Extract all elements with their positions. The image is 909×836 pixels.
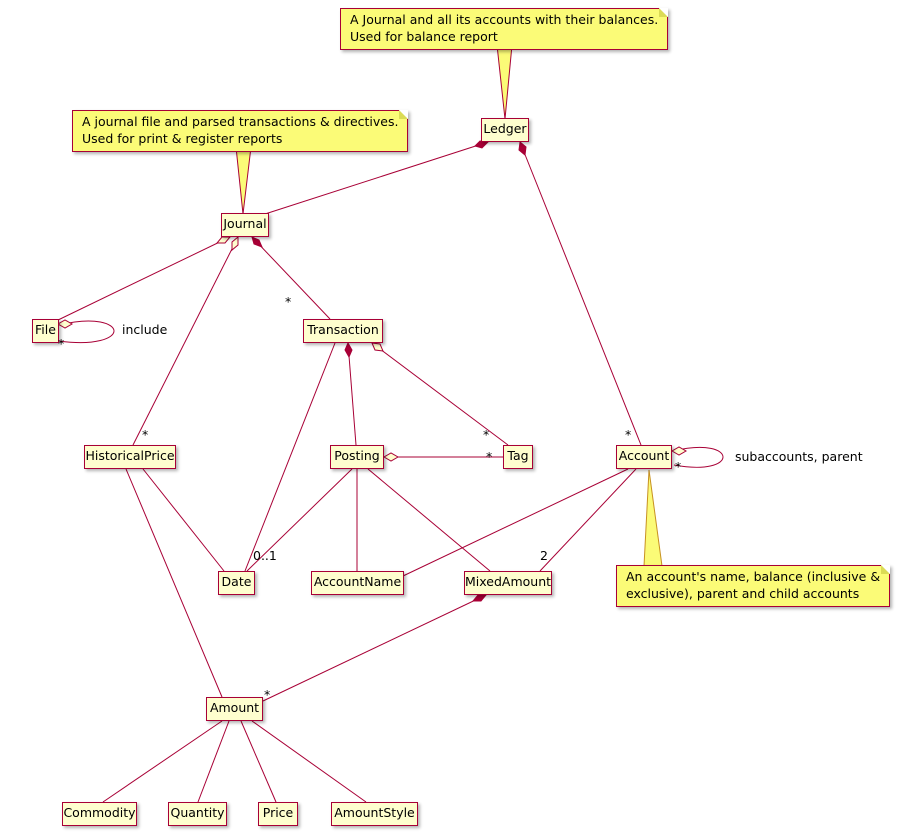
note-account-text: An account's name, balance (inclusive & … (626, 569, 881, 601)
diamond-transaction-posting (344, 341, 353, 359)
class-mixedamount: MixedAmount (464, 571, 552, 595)
class-ledger: Ledger (481, 118, 529, 142)
edge-journal-historicalprice (132, 236, 239, 446)
diamond-posting-tag (382, 452, 400, 462)
edge-posting-date (246, 468, 353, 572)
label-account-mixedamount-mult: 2 (540, 548, 548, 563)
edge-transaction-date (244, 342, 336, 572)
note-account: An account's name, balance (inclusive & … (616, 565, 891, 607)
label-transaction-tag-mult: * (483, 427, 490, 442)
edge-amount-quantity (197, 720, 230, 803)
edge-historicalprice-date (142, 468, 225, 572)
label-historicalprice-mult: * (142, 427, 149, 442)
label-mixedamount-amount-mult: * (264, 687, 271, 702)
class-amountstyle: AmountStyle (331, 802, 418, 826)
edge-amount-amountstyle (251, 720, 367, 803)
edge-ledger-journal (264, 141, 489, 215)
note-ledger: A Journal and all its accounts with thei… (340, 8, 669, 50)
class-posting: Posting (330, 445, 384, 469)
label-account-mult: * (625, 427, 632, 442)
label-include: include (122, 322, 168, 337)
diamond-journal-transaction (251, 236, 263, 248)
class-date: Date (218, 571, 255, 595)
diamond-account-self (670, 446, 688, 456)
edge-mixedamount-amount (262, 594, 487, 702)
label-subaccounts-parent: subaccounts, parent (735, 449, 863, 464)
edge-historicalprice-amount (125, 468, 223, 698)
diamond-mixedamount-amount (471, 594, 488, 602)
note-pointer-journal (235, 146, 252, 215)
diamond-journal-historicalprice (231, 235, 239, 252)
edge-account-mixedamount (539, 468, 637, 572)
note-pointer-ledger (496, 44, 513, 120)
note-journal-text: A journal file and parsed transactions &… (82, 114, 399, 146)
diamond-journal-file (215, 236, 232, 244)
edge-journal-file (55, 236, 231, 322)
class-commodity: Commodity (62, 802, 137, 826)
label-account-self-mult: * (675, 459, 682, 474)
label-transaction-mult: * (285, 294, 292, 309)
edge-posting-mixedamount (367, 468, 491, 572)
class-quantity: Quantity (168, 802, 227, 826)
class-historicalprice: HistoricalPrice (84, 445, 176, 469)
edge-account-self-loop (672, 447, 724, 468)
edge-amount-price (240, 720, 277, 803)
class-account: Account (616, 445, 672, 469)
class-journal: Journal (221, 213, 269, 237)
class-file: File (32, 319, 59, 343)
diamond-ledger-account (518, 141, 527, 156)
note-pointer-account (643, 469, 663, 567)
class-accountname: AccountName (311, 571, 404, 595)
edge-ledger-account (519, 141, 642, 446)
edge-file-self-loop (58, 320, 115, 344)
note-ledger-text: A Journal and all its accounts with thei… (350, 12, 659, 44)
edge-amount-commodity (102, 720, 223, 803)
edge-transaction-tag (371, 342, 509, 446)
note-journal: A journal file and parsed transactions &… (72, 110, 409, 152)
edge-journal-transaction (251, 236, 331, 320)
class-price: Price (258, 802, 298, 826)
diamond-ledger-journal (474, 140, 490, 149)
edge-transaction-posting (347, 342, 357, 446)
diamond-transaction-tag (371, 342, 384, 352)
class-transaction: Transaction (303, 319, 383, 343)
label-posting-tag-mult: * (486, 449, 493, 464)
label-posting-date-mult: 0..1 (253, 548, 277, 563)
label-file-self-mult: * (58, 336, 65, 351)
diamond-file-self (56, 319, 74, 329)
class-amount: Amount (206, 697, 263, 721)
class-tag: Tag (503, 445, 533, 469)
edge-account-accountname (402, 468, 629, 577)
